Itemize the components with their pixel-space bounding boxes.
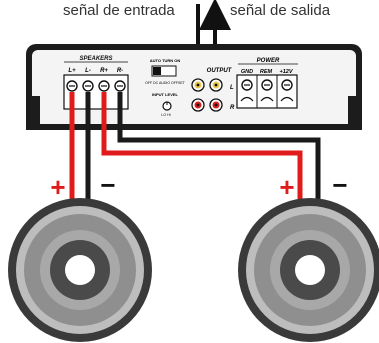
right-negative-mark: − xyxy=(332,170,347,200)
speaker-terminal-screw[interactable] xyxy=(114,80,126,92)
power-label-gnd: GND xyxy=(241,69,253,75)
input-signal-label: señal de entrada xyxy=(63,2,175,19)
right-negative-wire xyxy=(117,92,321,222)
right-speaker xyxy=(238,198,379,342)
rca-output-left[interactable] xyxy=(209,78,223,92)
power-label-12v: +12V xyxy=(280,69,294,75)
power-terminal-block: POWER GND REM +12V xyxy=(236,58,298,109)
input-level-label: INPUT LEVEL xyxy=(152,92,179,97)
left-negative-mark: − xyxy=(100,170,115,200)
power-terminal-screw[interactable] xyxy=(240,79,254,102)
rca-input-right[interactable] xyxy=(191,98,205,112)
output-channel-r: R xyxy=(230,105,235,111)
terminal-label-r-minus: R- xyxy=(117,68,123,74)
left-positive-mark: + xyxy=(50,172,65,202)
auto-turn-on-label: AUTO TURN ON xyxy=(150,58,181,63)
output-channel-l: L xyxy=(230,85,234,91)
rca-output-right[interactable] xyxy=(209,98,223,112)
speaker-terminal-block: SPEAKERS L+ L- R+ R- xyxy=(63,56,129,110)
speakers-header: SPEAKERS xyxy=(79,56,112,62)
control-section: AUTO TURN ON OFF DC AUDIO OFFSET INPUT L… xyxy=(145,58,186,117)
input-level-knob[interactable] xyxy=(162,101,172,111)
power-terminal-screw[interactable] xyxy=(280,79,294,102)
output-section: OUTPUT L R xyxy=(191,68,235,112)
power-terminal-screw[interactable] xyxy=(260,79,274,102)
switch-modes-label: OFF DC AUDIO OFFSET xyxy=(145,81,186,85)
power-header: POWER xyxy=(257,58,280,64)
speaker-terminal-screw[interactable] xyxy=(98,80,110,92)
output-header: OUTPUT xyxy=(207,68,233,74)
rca-input-left[interactable] xyxy=(191,78,205,92)
auto-turn-on-switch[interactable] xyxy=(151,65,177,77)
level-marks-label: LO HI xyxy=(161,113,170,117)
right-positive-mark: + xyxy=(279,172,294,202)
speaker-terminal-screw[interactable] xyxy=(66,80,78,92)
right-positive-wire xyxy=(101,92,303,222)
terminal-label-l-minus: L- xyxy=(85,68,91,74)
terminal-label-r-plus: R+ xyxy=(100,68,108,74)
terminal-label-l-plus: L+ xyxy=(68,68,76,74)
output-signal-label: señal de salida xyxy=(230,2,331,19)
left-speaker xyxy=(8,198,152,342)
power-label-rem: REM xyxy=(260,69,273,75)
speaker-terminal-screw[interactable] xyxy=(82,80,94,92)
